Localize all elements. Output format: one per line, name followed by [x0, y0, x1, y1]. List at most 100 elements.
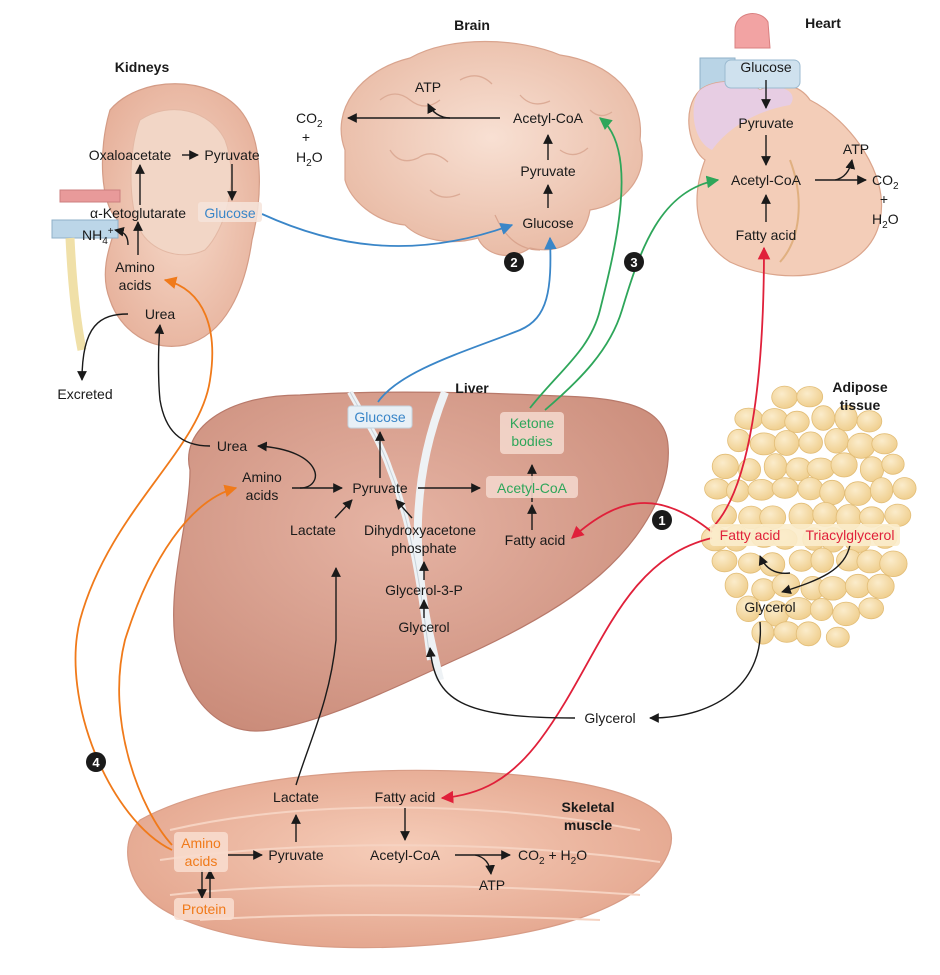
- liver-urea: Urea: [217, 438, 248, 454]
- kidneys-title: Kidneys: [115, 59, 170, 75]
- adipose-glycerol: Glycerol: [744, 599, 795, 615]
- liver-title: Liver: [455, 380, 489, 396]
- fat-cell: [704, 478, 730, 500]
- arrow-adipose-to-heart: [711, 246, 771, 529]
- brain-title: Brain: [454, 17, 490, 33]
- fat-cell: [771, 572, 801, 598]
- fat-cell: [734, 407, 763, 430]
- fat-cell: [866, 573, 895, 599]
- fat-cell: [810, 547, 835, 573]
- svg-text:H2O: H2O: [296, 149, 323, 169]
- kidney-urea: Urea: [145, 306, 176, 322]
- fat-cell: [819, 479, 845, 506]
- fat-cell: [795, 621, 822, 647]
- fat-cell: [711, 453, 739, 479]
- kidney-oxaloacetate: Oxaloacetate: [89, 147, 172, 163]
- fat-cell: [892, 477, 917, 500]
- kidney-excreted: Excreted: [57, 386, 112, 402]
- fat-cell: [871, 433, 898, 455]
- adipose-illustration: [701, 385, 917, 648]
- muscle-amino-line2: acids: [185, 853, 218, 869]
- step-badge-3: 3: [624, 252, 644, 272]
- liver-glycerol: Glycerol: [398, 619, 449, 635]
- muscle-illustration: [127, 769, 672, 949]
- fat-cell: [881, 453, 905, 475]
- liver-pyruvate: Pyruvate: [352, 480, 407, 496]
- fat-cell: [738, 552, 763, 574]
- adipose-title-line2: tissue: [840, 397, 881, 413]
- fat-cell: [809, 598, 834, 622]
- heart-glucose: Glucose: [740, 59, 792, 75]
- fat-cell: [763, 453, 788, 481]
- arrow-adipose-to-muscle: [440, 537, 713, 804]
- heart-pyruvate: Pyruvate: [738, 115, 793, 131]
- fat-cell: [771, 477, 799, 499]
- arrow-kidney-nh4: [114, 226, 129, 246]
- fat-cell: [806, 457, 835, 481]
- fat-cell: [858, 597, 884, 620]
- arrow-liver-dhap-to-pyr: [395, 499, 413, 519]
- muscle-protein: Protein: [182, 901, 226, 917]
- adipose-fatty-acid: Fatty acid: [720, 527, 781, 543]
- heart-fatty-acid: Fatty acid: [736, 227, 797, 243]
- brain-acetyl-coa: Acetyl-CoA: [513, 110, 584, 126]
- arrow-ketones-to-heart: [544, 175, 720, 411]
- arrow-ketones-to-brain: [529, 117, 623, 409]
- brain-pyruvate: Pyruvate: [520, 163, 575, 179]
- kidney-glucose: Glucose: [204, 205, 256, 221]
- svg-text:H2O: H2O: [872, 211, 899, 231]
- liver-dhap-line2: phosphate: [391, 540, 457, 556]
- muscle-atp: ATP: [479, 877, 505, 893]
- fat-cell: [879, 550, 908, 578]
- fat-cell: [844, 481, 872, 506]
- fat-cell: [751, 578, 776, 602]
- kidney-amino-line2: acids: [119, 277, 152, 293]
- fat-cell: [784, 410, 810, 433]
- blood-glycerol: Glycerol: [584, 710, 635, 726]
- muscle-pyruvate: Pyruvate: [268, 847, 323, 863]
- liver-ketone-line2: bodies: [511, 433, 552, 449]
- arrow-liver-glucose-to-brain: [377, 236, 557, 403]
- step-badge-2: 2: [504, 252, 524, 272]
- fat-cell: [771, 385, 798, 409]
- muscle-fatty-acid: Fatty acid: [375, 789, 436, 805]
- fat-cell: [824, 428, 849, 454]
- arrow-brain-atp: [427, 103, 451, 119]
- fat-cell: [832, 601, 860, 627]
- liver-glycerol-3-p: Glycerol-3-P: [385, 582, 463, 598]
- svg-text:CO2: CO2: [296, 110, 323, 130]
- arrow-kidney-urea-excreted: [77, 313, 129, 381]
- kidney-ketoglutarate: α-Ketoglutarate: [90, 205, 186, 221]
- arrow-muscle-to-liver-amino: [118, 484, 238, 846]
- brain-co2-h2o: CO2 + H2O: [296, 110, 323, 169]
- liver-lactate: Lactate: [290, 522, 336, 538]
- liver-ketone-line1: Ketone: [510, 415, 555, 431]
- fat-cell: [747, 478, 776, 501]
- arrow-adipose-tag-to-glycerol: [781, 544, 851, 595]
- arrow-liver-lactate-to-pyr: [334, 499, 353, 519]
- svg-text:2: 2: [510, 255, 517, 270]
- liver-illustration: [173, 390, 669, 732]
- brain-atp: ATP: [415, 79, 441, 95]
- fat-cell: [749, 432, 779, 456]
- fat-cell: [736, 595, 762, 623]
- fat-cell: [773, 621, 801, 643]
- fat-cell: [869, 477, 894, 504]
- liver-fatty-acid: Fatty acid: [505, 532, 566, 548]
- fat-cell: [751, 620, 775, 645]
- heart-atp: ATP: [843, 141, 869, 157]
- arrow-heart-atp: [834, 159, 856, 181]
- muscle-amino-line1: Amino: [181, 835, 221, 851]
- heart-illustration: [688, 13, 883, 277]
- adipose-title-line1: Adipose: [832, 379, 887, 395]
- fat-cell: [856, 549, 884, 574]
- step-badge-1: 1: [652, 510, 672, 530]
- step-badge-4: 4: [86, 752, 106, 772]
- heart-co2-h2o: CO2 + H2O: [872, 172, 899, 231]
- brain-glucose: Glucose: [522, 215, 574, 231]
- fat-cell: [724, 572, 749, 598]
- fat-cell: [773, 430, 800, 456]
- liver-glucose: Glucose: [354, 409, 406, 425]
